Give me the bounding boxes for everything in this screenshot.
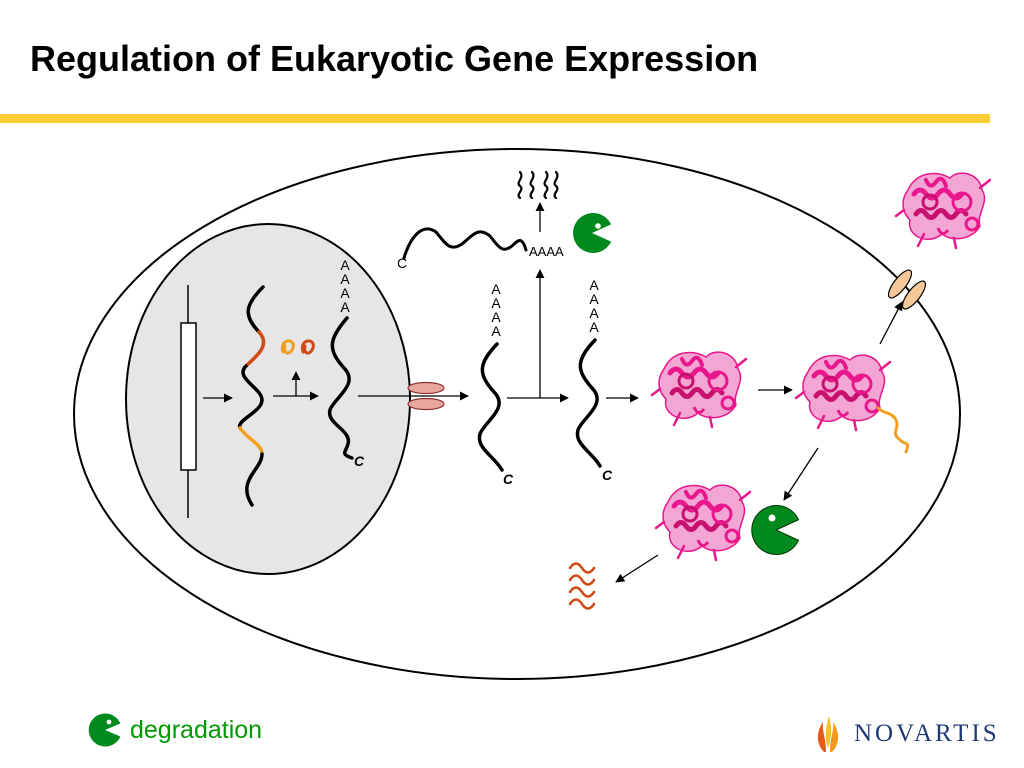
degraded-rna-fragments bbox=[517, 170, 559, 200]
poly-a-letter: A bbox=[340, 271, 350, 287]
mature-mrna-nucleus: A A A A C bbox=[328, 257, 365, 469]
peptide-release-arrow bbox=[615, 554, 659, 583]
cap-label: C bbox=[602, 467, 613, 483]
novartis-flame-logo bbox=[817, 716, 839, 752]
poly-a-letter: A bbox=[491, 295, 501, 311]
protein-ribbon-icon bbox=[896, 173, 990, 248]
slide-title: Regulation of Eukaryotic Gene Expression bbox=[30, 38, 759, 79]
pacman-degrader-icon bbox=[88, 713, 121, 747]
pre-mrna bbox=[238, 285, 266, 507]
secretion-arrow bbox=[879, 301, 903, 345]
poly-a-letter: A bbox=[491, 309, 501, 325]
degraded-peptide-fragments bbox=[568, 562, 596, 610]
poly-a-letter: A bbox=[589, 319, 599, 335]
mrna-degradation: C AAAA bbox=[397, 170, 612, 271]
dna-gene bbox=[180, 285, 197, 518]
cap-label: C bbox=[354, 453, 365, 469]
cytoplasmic-mrna: A A A A C bbox=[477, 281, 514, 487]
poly-a-letter: A bbox=[589, 291, 599, 307]
poly-a-letter: A bbox=[340, 299, 350, 315]
poly-a-letter: A bbox=[340, 285, 350, 301]
legend-label: degradation bbox=[130, 715, 263, 744]
cap-label: C bbox=[503, 471, 514, 487]
brand-logo: NOVARTIS bbox=[814, 712, 1000, 756]
protein-degradation-arrow bbox=[783, 447, 819, 501]
title-accent-rule bbox=[0, 114, 990, 123]
legend: degradation bbox=[88, 712, 262, 748]
pacman-degrader-icon bbox=[751, 505, 800, 555]
excised-introns bbox=[280, 339, 315, 355]
brand-name: NOVARTIS bbox=[854, 720, 1000, 747]
poly-a-letter: A bbox=[589, 305, 599, 321]
translated-mrna: A A A A C bbox=[575, 277, 613, 483]
poly-a-tail: AAAA bbox=[529, 244, 564, 259]
nuclear-pore bbox=[407, 381, 445, 411]
poly-a-letter: A bbox=[589, 277, 599, 293]
poly-a-letter: A bbox=[491, 281, 501, 297]
poly-a-letter: A bbox=[340, 257, 350, 273]
protein-modification-tail bbox=[876, 406, 910, 454]
cap-label: C bbox=[397, 255, 407, 271]
membrane-channel bbox=[887, 269, 927, 310]
pacman-degrader-icon bbox=[573, 213, 612, 254]
poly-a-letter: A bbox=[491, 323, 501, 339]
nucleus bbox=[125, 223, 411, 575]
